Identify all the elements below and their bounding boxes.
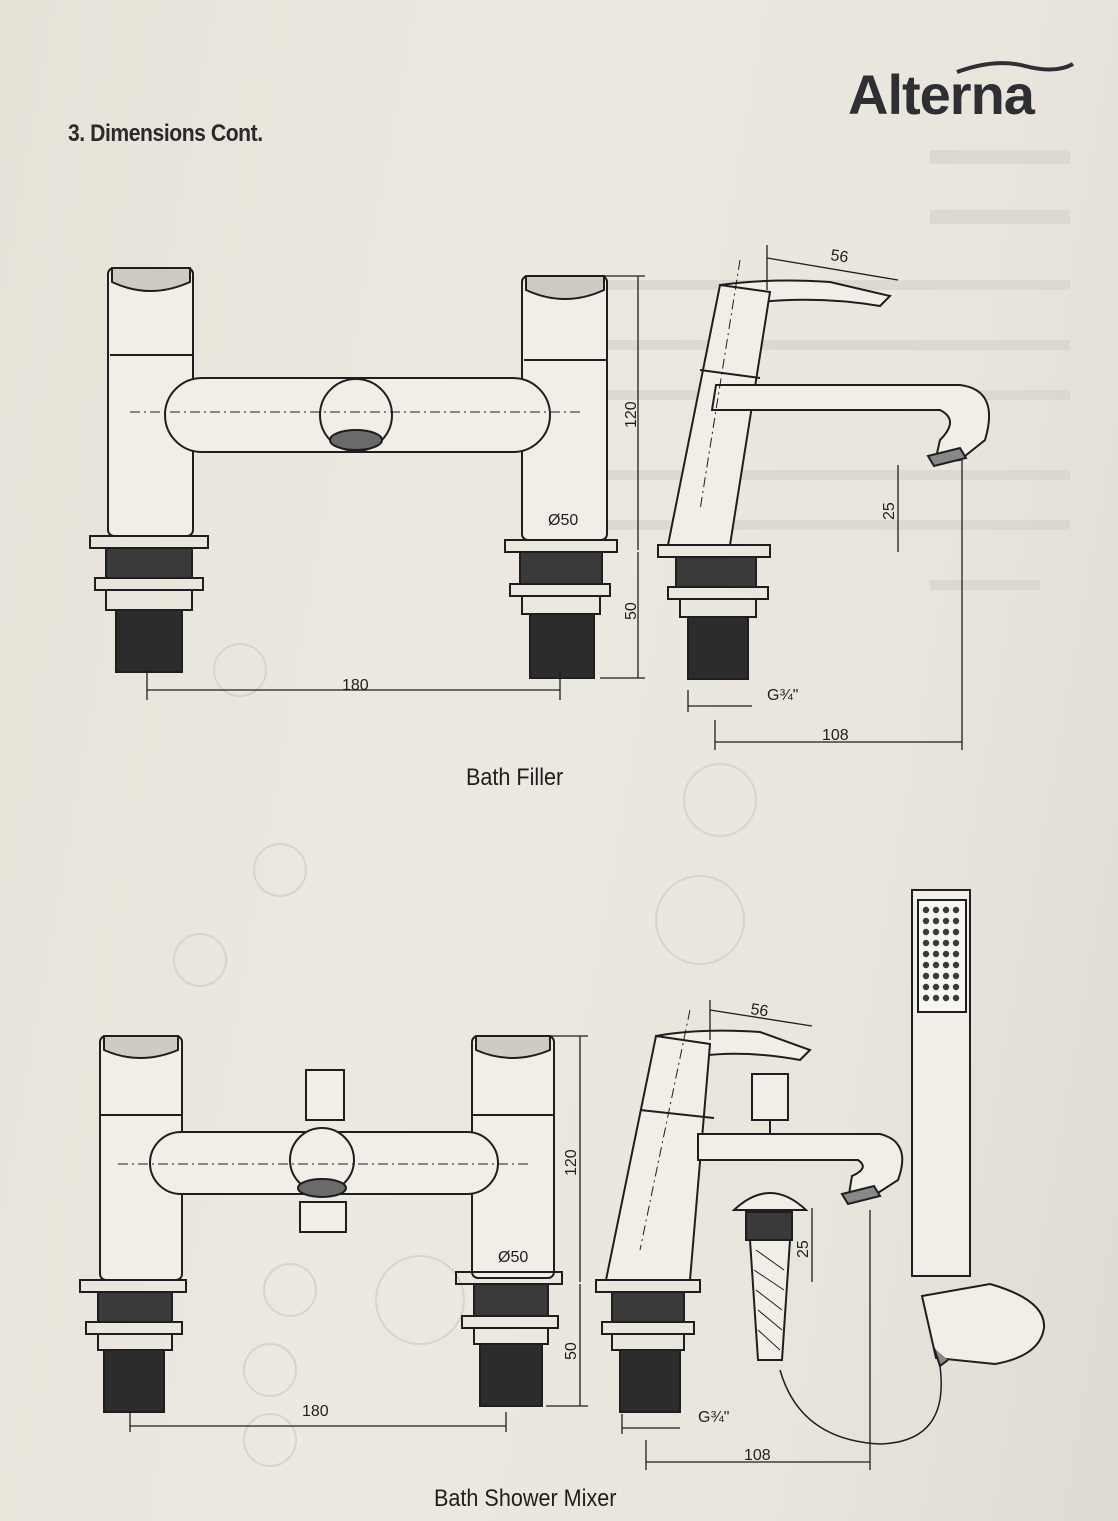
shower-nozzle-dot (922, 961, 930, 969)
shower-nozzle-dot (942, 928, 950, 936)
shower-nozzle-dot (952, 994, 960, 1002)
bath-shower-mixer-front-view (79, 1035, 563, 1413)
shower-nozzle-dot (932, 994, 940, 1002)
shower-nozzle-dot (932, 917, 940, 925)
shower-nozzle-dot (922, 906, 930, 914)
mixer-base-height-label: 50 (563, 1342, 580, 1360)
shower-nozzle-dot (922, 983, 930, 991)
bath-filler-caption: Bath Filler (466, 764, 564, 791)
shower-nozzle-dot (942, 917, 950, 925)
shower-nozzle-dot (952, 961, 960, 969)
mixer-height-label: 120 (563, 1149, 580, 1176)
bath-filler-diameter-label: Ø50 (548, 512, 578, 529)
hand-shower (779, 889, 1046, 1445)
shower-nozzle-dot (932, 939, 940, 947)
mixer-spout-height-label: 25 (795, 1240, 812, 1258)
shower-nozzle-dot (952, 928, 960, 936)
shower-nozzle-dot (952, 917, 960, 925)
mixer-thread-label: G¾" (698, 1409, 729, 1426)
mixer-reach-label: 108 (744, 1447, 771, 1464)
shower-nozzle-dot (952, 906, 960, 914)
shower-nozzle-dot (942, 939, 950, 947)
shower-nozzle-dot (932, 961, 940, 969)
shower-nozzle-dot (942, 950, 950, 958)
mixer-width-label: 180 (302, 1403, 329, 1420)
mixer-diameter-label: Ø50 (498, 1249, 528, 1266)
shower-nozzle-dot (942, 983, 950, 991)
shower-nozzle-dot (952, 983, 960, 991)
shower-nozzle-dot (952, 972, 960, 980)
section-heading: 3. Dimensions Cont. (68, 120, 263, 147)
shower-nozzle-dot (922, 939, 930, 947)
bath-shower-mixer-dimension-lines (129, 1000, 871, 1470)
brand-logo: Alterna (848, 63, 1035, 126)
bath-shower-mixer-side-view (595, 1009, 904, 1413)
shower-nozzle-dot (922, 950, 930, 958)
shower-nozzle-dot (922, 972, 930, 980)
mixer-spout-width-label: 56 (749, 1001, 769, 1020)
bath-filler-reach-label: 108 (822, 727, 849, 744)
bath-shower-mixer-caption: Bath Shower Mixer (434, 1485, 617, 1512)
bath-filler-side-view (657, 259, 991, 680)
bath-filler-dimension-lines (146, 245, 963, 750)
shower-nozzle-dot (922, 917, 930, 925)
bath-filler-thread-label: G¾" (767, 687, 798, 704)
bath-filler-height-label: 120 (623, 401, 640, 428)
logo-swoosh-icon (956, 61, 1074, 74)
bath-filler-width-label: 180 (342, 677, 369, 694)
shower-nozzle-dot (922, 994, 930, 1002)
shower-nozzle-dot (932, 972, 940, 980)
shower-nozzle-dot (922, 928, 930, 936)
shower-nozzle-dot (952, 939, 960, 947)
shower-nozzle-dot (942, 906, 950, 914)
shower-nozzle-dot (942, 972, 950, 980)
bath-filler-spout-height-label: 25 (881, 502, 898, 520)
shower-nozzle-dot (932, 950, 940, 958)
shower-nozzle-dot (932, 928, 940, 936)
shower-nozzle-dot (932, 906, 940, 914)
bath-filler-base-height-label: 50 (623, 602, 640, 620)
shower-nozzle-dot (942, 961, 950, 969)
shower-nozzle-dot (952, 950, 960, 958)
shower-nozzle-dot (932, 983, 940, 991)
bath-filler-front-view (89, 267, 618, 679)
bath-filler-spout-width-label: 56 (829, 247, 849, 266)
shower-nozzle-dot (942, 994, 950, 1002)
